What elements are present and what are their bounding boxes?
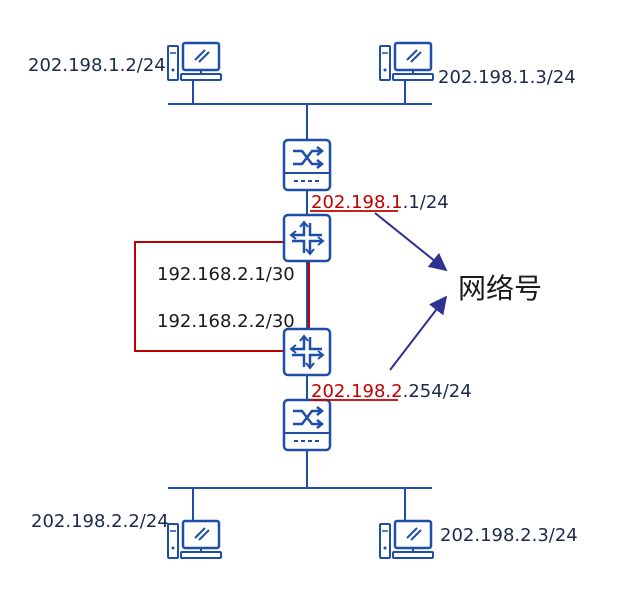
upper-gateway-ip: 202.198.1.1/24 <box>311 192 449 213</box>
lower-gateway-network: 202.198.2 <box>311 381 403 402</box>
network-number-label: 网络号 <box>458 272 542 305</box>
switch-icon-bottom[interactable] <box>282 398 332 452</box>
upper-gateway-host: .1/24 <box>403 192 449 213</box>
pc-icon-bottom-right[interactable] <box>379 519 434 559</box>
p2p-link-highlight-box <box>134 241 310 352</box>
pc-bottom-left-ip: 202.198.2.2/24 <box>31 511 169 532</box>
pc-top-left-ip: 202.198.1.2/24 <box>28 55 166 76</box>
top-lan-segment <box>168 80 432 140</box>
arrow-lower-to-label <box>389 295 448 371</box>
upper-gateway-network: 202.198.1 <box>311 192 403 213</box>
switch-icon-top[interactable] <box>282 138 332 192</box>
p2p-lower-ip: 192.168.2.2/30 <box>157 311 295 332</box>
p2p-upper-ip: 192.168.2.1/30 <box>157 264 295 285</box>
arrow-upper-to-label <box>374 212 448 272</box>
pc-icon-bottom-left[interactable] <box>167 519 222 559</box>
bottom-lan-segment <box>168 487 432 520</box>
router-icon-lower[interactable] <box>282 327 332 377</box>
router-icon-upper[interactable] <box>282 213 332 263</box>
pc-icon-top-right[interactable] <box>379 41 434 81</box>
pc-icon-top-left[interactable] <box>167 41 222 81</box>
lower-gateway-ip: 202.198.2.254/24 <box>311 381 472 402</box>
pc-bottom-right-ip: 202.198.2.3/24 <box>440 525 578 546</box>
lower-gateway-host: .254/24 <box>403 381 472 402</box>
pc-top-right-ip: 202.198.1.3/24 <box>438 67 576 88</box>
